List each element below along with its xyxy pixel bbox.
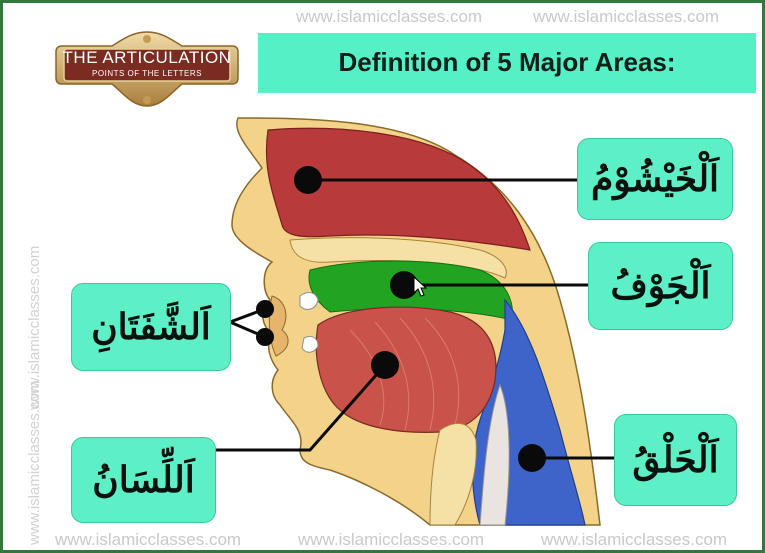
dot-lips-upper bbox=[256, 300, 274, 318]
dot-throat bbox=[518, 444, 546, 472]
label-jawf: اَلْجَوْفُ bbox=[588, 242, 733, 330]
label-throat: اَلْحَلْقُ bbox=[614, 414, 737, 506]
dot-nasal bbox=[294, 166, 322, 194]
dot-lips-lower bbox=[256, 328, 274, 346]
label-tongue: اَللِّسَانُ bbox=[71, 437, 216, 523]
label-nasal-cavity: اَلْخَيْشُوْمُ bbox=[577, 138, 733, 220]
dot-tongue bbox=[371, 351, 399, 379]
label-lips: اَلشَّفَتَانِ bbox=[71, 283, 231, 371]
